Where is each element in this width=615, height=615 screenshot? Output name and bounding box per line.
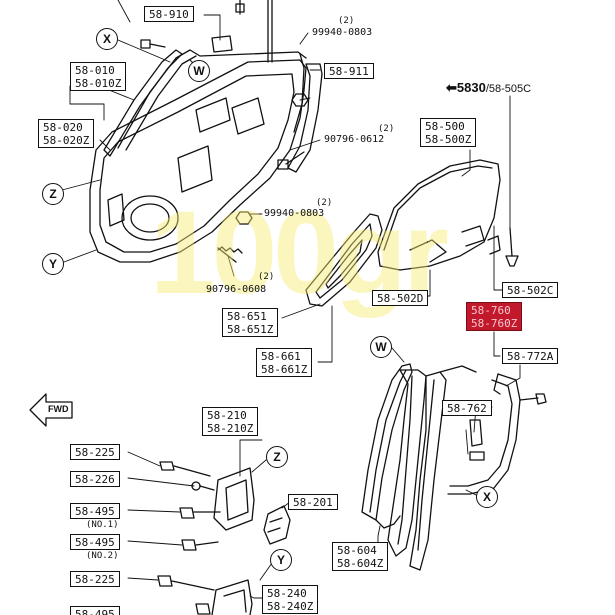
part-label-58-502d[interactable]: 58-502D [372, 290, 429, 306]
part-label-58-495-no2[interactable]: 58-495 [70, 534, 120, 550]
part-label-58-225-upper[interactable]: 58-225 [70, 444, 120, 460]
part-label-58-910[interactable]: 58-910 [144, 6, 194, 22]
callout-z-upper: Z [42, 183, 64, 205]
fwd-arrow [29, 393, 73, 427]
hinge-bolt-6 [195, 603, 211, 615]
part-label-58-762[interactable]: 58-762 [442, 400, 492, 416]
callout-w-lower: W [370, 336, 392, 358]
note-no1: (NO.1) [86, 520, 119, 530]
callout-w-upper: W [188, 60, 210, 82]
nut-1 [291, 93, 309, 107]
callout-z-lower: Z [266, 446, 288, 468]
reference-suffix: /58-505C [485, 83, 532, 95]
part-label-58-495-bottom[interactable]: 58-495 [70, 606, 120, 615]
weatherstrip-front [103, 49, 183, 157]
callout-y-upper: Y [42, 253, 64, 275]
fastener-label-99940-0803-lower[interactable]: 99940-0803 [264, 208, 325, 219]
callout-x-lower: X [476, 486, 498, 508]
fastener-label-90796-0608[interactable]: 90796-0608 [206, 284, 267, 295]
fastener-qty-1: (2) [338, 16, 355, 26]
fastener-label-90796-0612[interactable]: 90796-0612 [324, 134, 385, 145]
part-label-58-240[interactable]: 58-240 58-240Z [262, 585, 319, 614]
part-label-58-226[interactable]: 58-226 [70, 471, 120, 487]
part-label-58-661[interactable]: 58-661 58-661Z [256, 348, 313, 377]
hinge-lower [211, 579, 253, 615]
hinge-bolt-3 [179, 507, 221, 519]
part-label-58-651[interactable]: 58-651 58-651Z [222, 308, 279, 337]
nut-3 [235, 211, 253, 225]
callout-x-upper: X [96, 28, 118, 50]
hinge-bolt-2 [191, 481, 215, 491]
fwd-label: FWD [48, 404, 69, 414]
screw-upper-1 [140, 39, 166, 49]
screw-4 [217, 246, 243, 263]
part-label-58-502c[interactable]: 58-502C [502, 282, 559, 298]
note-no2: (NO.2) [86, 551, 119, 561]
part-label-58-500[interactable]: 58-500 58-500Z [420, 118, 477, 147]
part-label-58-010[interactable]: 58-010 58-010Z [70, 62, 127, 91]
fastener-qty-4: (2) [258, 272, 275, 282]
part-label-58-772a[interactable]: 58-772A [502, 348, 559, 364]
door-frame [117, 49, 307, 151]
part-label-58-210[interactable]: 58-210 58-210Z [202, 407, 259, 436]
quarter-seal [305, 213, 383, 307]
hinge-bolt-4 [181, 539, 219, 551]
fastener-label-99940-0803-upper[interactable]: 99940-0803 [312, 27, 373, 38]
window-channel [361, 363, 447, 571]
fastener-qty-2: (2) [378, 124, 395, 134]
reference-main: 5830 [456, 80, 486, 95]
reference-label[interactable]: ⬅5830/58-505C [446, 80, 532, 95]
door-inner-panel [89, 59, 307, 263]
run-channel [439, 365, 547, 495]
clip-upper-2 [211, 0, 273, 63]
part-label-58-201[interactable]: 58-201 [288, 494, 338, 510]
part-label-58-911[interactable]: 58-911 [324, 63, 374, 79]
screw-2 [277, 151, 305, 170]
part-label-58-604[interactable]: 58-604 58-604Z [332, 542, 389, 571]
hinge-upper [213, 467, 291, 545]
hinge-bolt-1 [159, 461, 211, 477]
callout-y-lower: Y [270, 549, 292, 571]
part-label-58-760[interactable]: 58-760 58-760Z [466, 302, 523, 331]
door-glass [377, 159, 519, 271]
fastener-qty-3: (2) [316, 198, 333, 208]
leader-lines [61, 0, 521, 599]
part-label-58-020[interactable]: 58-020 58-020Z [38, 119, 95, 148]
part-label-58-225-lower[interactable]: 58-225 [70, 571, 120, 587]
hinge-bolt-5 [157, 575, 215, 591]
part-label-58-495-no1[interactable]: 58-495 [70, 503, 120, 519]
